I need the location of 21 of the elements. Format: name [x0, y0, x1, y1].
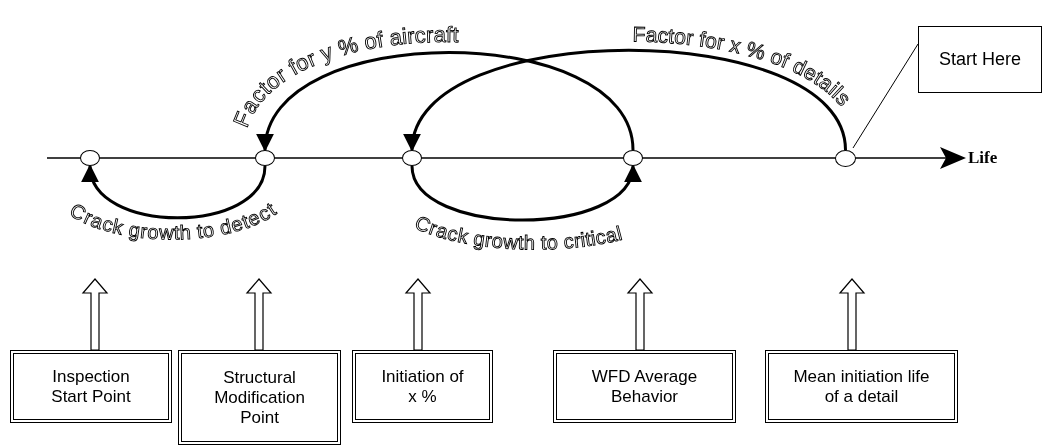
label-box: WFD Average Behavior	[553, 350, 736, 423]
point-marker	[835, 150, 856, 167]
curved-arrow	[84, 164, 267, 220]
label-box: Initiation of x %	[352, 350, 493, 423]
point-marker	[623, 150, 643, 166]
hollow-arrow	[81, 278, 109, 351]
axis-label: Life	[968, 148, 998, 168]
callout-box: Start Here	[918, 26, 1042, 93]
label-box: Inspection Start Point	[10, 350, 172, 423]
point-marker	[80, 150, 100, 166]
edge-label: Crack growth to detect	[66, 198, 280, 244]
point-marker	[402, 150, 422, 166]
hollow-arrow	[404, 278, 432, 351]
leader-line	[852, 43, 919, 149]
hollow-arrow	[626, 278, 654, 351]
edge-label: Crack growth to critical	[412, 211, 624, 254]
label-box: Mean initiation life of a detail	[765, 350, 958, 423]
hollow-arrow	[245, 278, 273, 351]
label-box: Structural Modification Point	[178, 350, 341, 445]
point-marker	[255, 150, 275, 166]
hollow-arrow	[838, 278, 866, 351]
